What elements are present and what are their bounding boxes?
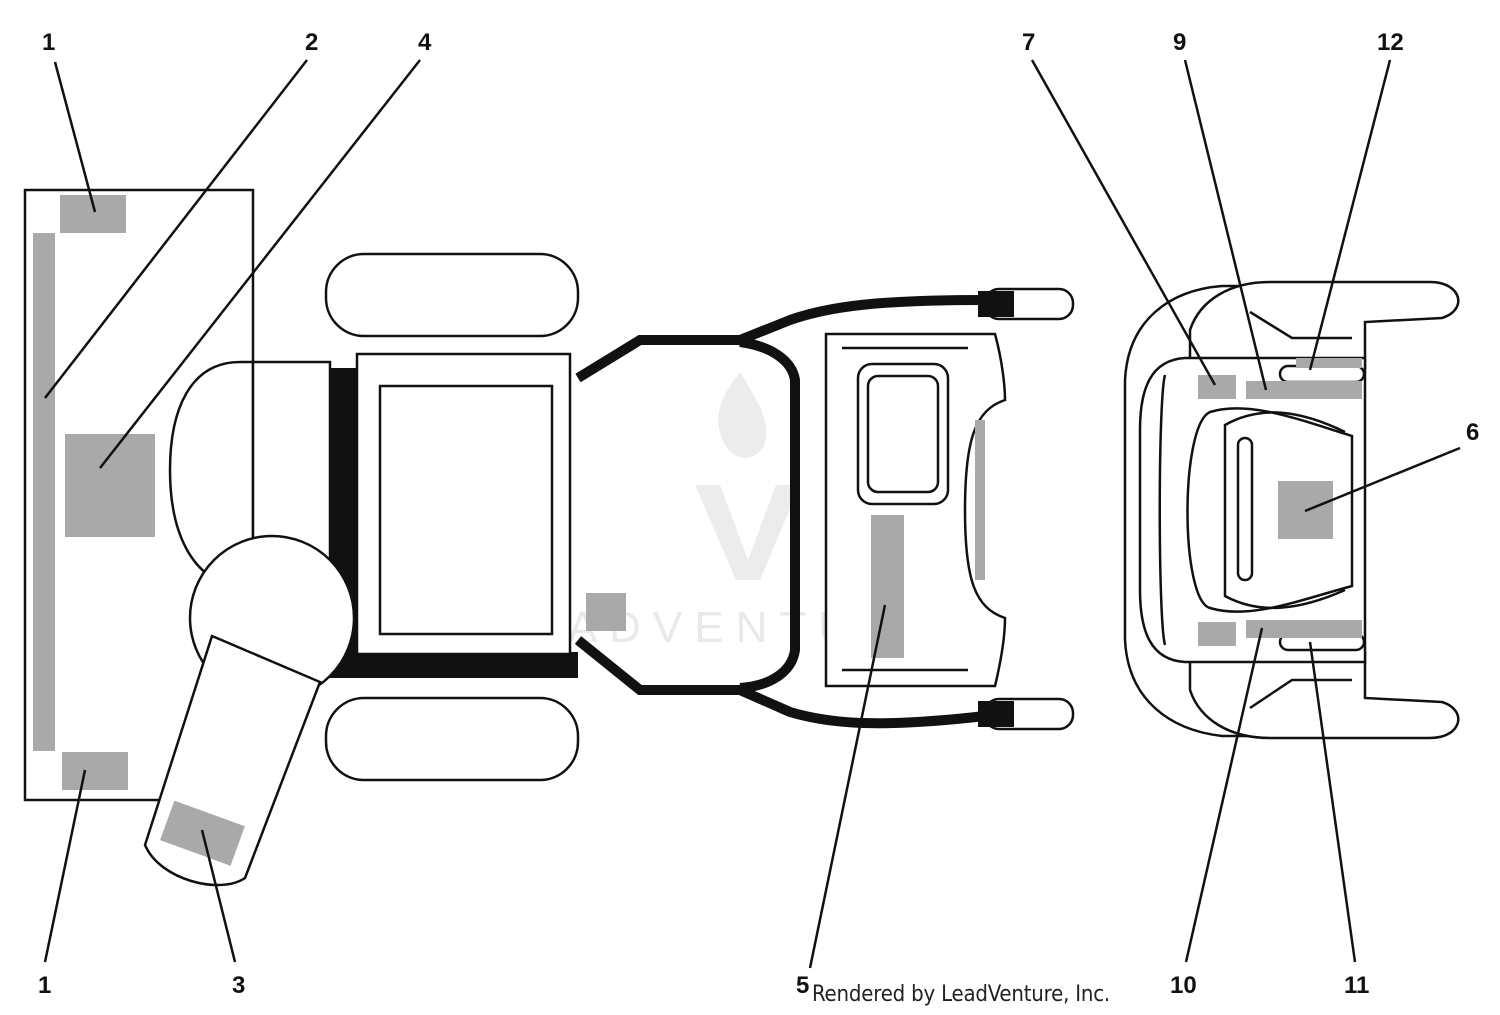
decal-9 [1246, 381, 1362, 399]
callout-12: 12 [1377, 29, 1404, 56]
decal-12 [1296, 358, 1362, 368]
handle-loop-top [1188, 280, 1460, 370]
machine-top-view [23, 188, 1075, 887]
callout-7: 7 [1022, 29, 1035, 56]
decal-10-left [1198, 622, 1236, 646]
wheel-top [324, 252, 580, 338]
decal-4 [65, 434, 155, 537]
callout-3: 3 [232, 972, 245, 999]
dashboard-rear-view [1123, 280, 1460, 740]
handle-frame-mid [739, 337, 800, 693]
center-slot [1236, 436, 1254, 582]
lever-top [1278, 364, 1366, 384]
handle-frame-lower [574, 636, 986, 729]
callout-4: 4 [418, 29, 432, 56]
decal-panel-edge [975, 420, 985, 580]
callout-1-bottom: 1 [38, 972, 51, 999]
callout-2: 2 [305, 29, 318, 56]
callout-5: 5 [796, 972, 809, 999]
handle-frame-upper [575, 295, 986, 383]
callout-numbers: 1 2 4 7 9 12 6 1 3 5 10 11 [38, 29, 1479, 999]
decal-10 [1246, 620, 1362, 638]
decal-5 [871, 515, 904, 658]
callout-9: 9 [1173, 29, 1186, 56]
decal-1-bottom [62, 752, 128, 790]
decal-7 [1198, 375, 1236, 399]
decal-frame [586, 593, 626, 631]
decal-2 [33, 233, 55, 751]
callout-11: 11 [1344, 972, 1369, 999]
frame-band-bottom [330, 652, 578, 678]
callout-1-top: 1 [42, 29, 55, 56]
callout-10: 10 [1170, 972, 1197, 999]
leader-lines [43, 59, 1461, 969]
engine-top-panel [378, 384, 554, 636]
handle-loop-bottom [1188, 650, 1460, 740]
render-credit: Rendered by LeadVenture, Inc. [812, 982, 1110, 1007]
callout-6: 6 [1466, 419, 1479, 446]
wheel-bottom [324, 696, 580, 782]
